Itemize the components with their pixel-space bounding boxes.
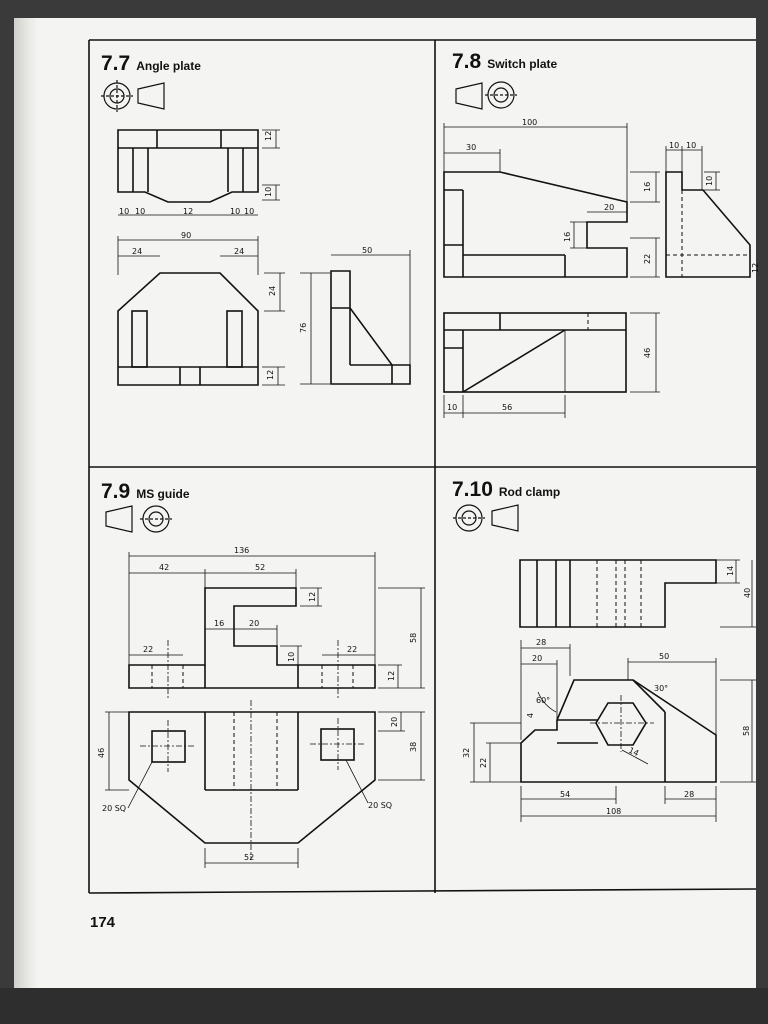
dim-7-10-8: 14 bbox=[627, 746, 640, 758]
dim-7-8-5: 10 bbox=[705, 176, 714, 186]
exercise-number: 7.10 bbox=[452, 478, 493, 501]
dim-7-10-12: 54 bbox=[560, 790, 570, 799]
dim-7-7-3: 10 bbox=[135, 207, 145, 216]
dim-7-8-12: 12 bbox=[751, 263, 760, 273]
dim-7-7-10: 50 bbox=[362, 246, 372, 255]
dim-7-10-10: 32 bbox=[462, 748, 471, 758]
dim-7-7-1: 10 bbox=[264, 187, 273, 197]
dim-7-9-14: 20 SQ bbox=[102, 804, 126, 813]
dim-7-9-0: 136 bbox=[234, 546, 249, 555]
dim-7-10-6: 60° bbox=[536, 696, 550, 705]
projection-symbol-first-angle bbox=[101, 80, 165, 112]
dim-7-9-16: 52 bbox=[244, 853, 254, 862]
dim-7-9-5: 20 bbox=[249, 619, 259, 628]
angle-plate-top-view bbox=[117, 129, 259, 203]
exercise-heading-7-8: 7.8 Switch plate bbox=[452, 50, 557, 74]
dim-7-10-9: 58 bbox=[742, 726, 751, 736]
dim-7-7-7: 90 bbox=[181, 231, 191, 240]
angle-plate-side-view bbox=[330, 270, 411, 385]
dim-7-9-8: 10 bbox=[287, 652, 296, 662]
dim-7-8-9: 46 bbox=[643, 348, 652, 358]
dim-7-9-9: 58 bbox=[409, 633, 418, 643]
dim-7-8-6: 20 bbox=[604, 203, 614, 212]
dim-7-9-11: 46 bbox=[97, 748, 106, 758]
dim-7-9-15: 20 SQ bbox=[368, 801, 392, 810]
exercise-number: 7.7 bbox=[101, 52, 131, 75]
dim-7-8-1: 30 bbox=[466, 143, 476, 152]
dimension-labels: 12 10 10 10 12 10 10 90 24 24 50 24 76 1… bbox=[97, 118, 760, 862]
dim-7-7-9: 24 bbox=[234, 247, 244, 256]
switch-plate-top-view bbox=[443, 312, 627, 393]
dim-7-10-13: 28 bbox=[684, 790, 694, 799]
dim-7-9-12: 20 bbox=[390, 717, 399, 727]
scan-top-edge bbox=[0, 0, 768, 18]
exercise-heading-7-7: 7.7 Angle plate bbox=[101, 52, 201, 76]
rod-clamp-top-view bbox=[519, 559, 717, 628]
dim-7-7-13: 12 bbox=[266, 370, 275, 380]
dim-7-9-4: 16 bbox=[214, 619, 224, 628]
dim-7-7-8: 24 bbox=[132, 247, 142, 256]
dim-7-7-2: 10 bbox=[119, 207, 129, 216]
dim-7-10-2: 28 bbox=[536, 638, 546, 647]
dim-7-7-11: 24 bbox=[268, 286, 277, 296]
page-number: 174 bbox=[90, 914, 116, 931]
dim-7-7-12: 76 bbox=[299, 323, 308, 333]
dim-7-8-4: 16 bbox=[643, 182, 652, 192]
dim-7-7-5: 10 bbox=[230, 207, 240, 216]
dim-7-8-2: 10 bbox=[669, 141, 679, 150]
dim-7-10-1: 40 bbox=[743, 588, 752, 598]
dim-7-8-10: 10 bbox=[447, 403, 457, 412]
dim-7-9-13: 38 bbox=[409, 742, 418, 752]
dim-7-10-0: 14 bbox=[726, 566, 735, 576]
exercise-heading-7-10: 7.10 Rod clamp bbox=[452, 478, 560, 502]
exercise-title: MS guide bbox=[136, 487, 190, 501]
dim-7-8-3: 10 bbox=[686, 141, 696, 150]
switch-plate-front-view bbox=[443, 171, 628, 278]
dim-7-7-0: 12 bbox=[264, 131, 273, 141]
dim-7-9-2: 52 bbox=[255, 563, 265, 572]
dim-7-10-11: 22 bbox=[479, 758, 488, 768]
dim-7-9-3: 12 bbox=[308, 592, 317, 602]
switch-plate-dimension-lines bbox=[443, 123, 720, 418]
scan-bottom-edge bbox=[0, 988, 768, 1024]
projection-symbol-third-angle bbox=[455, 81, 517, 110]
projection-symbol-third-angle-79 bbox=[105, 505, 172, 533]
rod-clamp-dimension-lines bbox=[470, 559, 756, 822]
dim-7-10-4: 50 bbox=[659, 652, 669, 661]
ms-guide-dimension-lines bbox=[105, 552, 425, 868]
angle-plate-front-view bbox=[117, 272, 259, 386]
dim-7-8-7: 16 bbox=[563, 232, 572, 242]
dim-7-8-8: 22 bbox=[643, 254, 652, 264]
angle-plate-dimension-lines bbox=[117, 129, 411, 386]
dim-7-10-3: 20 bbox=[532, 654, 542, 663]
dim-7-8-0: 100 bbox=[522, 118, 537, 127]
dim-7-9-6: 22 bbox=[143, 645, 153, 654]
panel-frame bbox=[88, 39, 757, 894]
rod-clamp-front-view bbox=[520, 679, 717, 783]
dim-7-8-11: 56 bbox=[502, 403, 512, 412]
dim-7-10-7: 4 bbox=[526, 713, 535, 718]
page-binding-shadow bbox=[14, 18, 38, 988]
dim-7-7-6: 10 bbox=[244, 207, 254, 216]
dim-7-10-5: 30° bbox=[654, 684, 668, 693]
dim-7-7-4: 12 bbox=[183, 207, 193, 216]
exercise-title: Switch plate bbox=[487, 57, 558, 71]
exercise-heading-7-9: 7.9 MS guide bbox=[101, 480, 190, 504]
projection-symbol-first-angle-710 bbox=[453, 504, 519, 532]
exercise-number: 7.8 bbox=[452, 50, 482, 73]
exercise-number: 7.9 bbox=[101, 480, 131, 503]
book-page bbox=[14, 18, 756, 988]
switch-plate-side-view bbox=[665, 171, 751, 278]
dim-7-9-1: 42 bbox=[159, 563, 169, 572]
exercise-title: Angle plate bbox=[136, 59, 201, 73]
dim-7-10-14: 108 bbox=[606, 807, 621, 816]
ms-guide-top-view bbox=[128, 711, 376, 844]
exercise-title: Rod clamp bbox=[498, 485, 561, 499]
dim-7-9-7: 22 bbox=[347, 645, 357, 654]
dim-7-9-10: 12 bbox=[387, 671, 396, 681]
